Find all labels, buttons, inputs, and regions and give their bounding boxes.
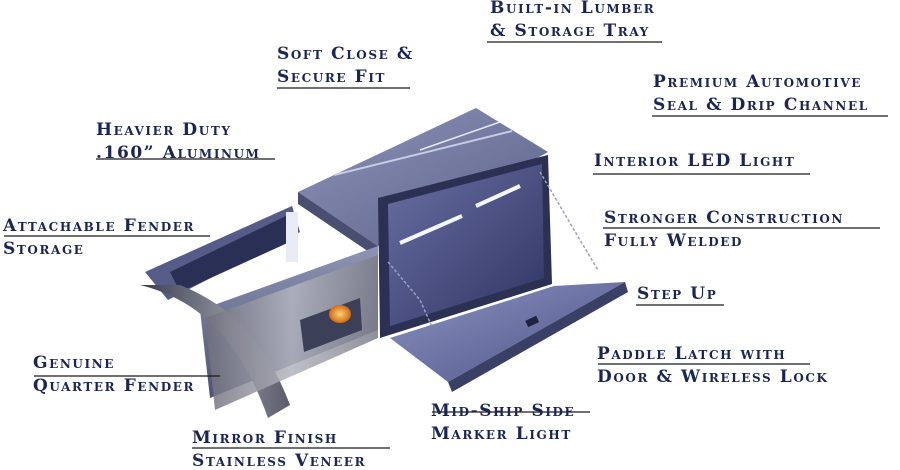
callout-marker-light: Mid-Ship Side Marker Light xyxy=(431,400,575,446)
open-door xyxy=(390,282,625,382)
callout-line: & Storage Tray xyxy=(490,21,650,41)
paddle-latch xyxy=(525,315,540,328)
callout-line: Stainless Veneer xyxy=(192,451,367,470)
door-chain-right xyxy=(539,171,599,271)
box-top-surface xyxy=(298,108,548,246)
callout-line: Genuine xyxy=(33,353,116,373)
callout-line: Heavier Duty xyxy=(96,120,232,140)
callout-construction: Stronger Construction Fully Welded xyxy=(604,207,844,253)
callout-line: Paddle Latch with xyxy=(597,344,787,364)
open-door-edge xyxy=(448,282,628,392)
box-top-seam xyxy=(333,130,513,176)
callout-line: .160” Aluminum xyxy=(96,143,261,163)
callout-line: Attachable Fender xyxy=(3,216,196,236)
fender-storage-inside xyxy=(170,214,294,292)
callout-paddle-latch: Paddle Latch with Door & Wireless Lock xyxy=(597,343,829,389)
callout-fender-storage: Attachable Fender Storage xyxy=(3,215,195,261)
callout-line: Seal & Drip Channel xyxy=(653,95,869,115)
callout-led-light: Interior LED Light xyxy=(594,150,795,173)
callout-line: Mid-Ship Side xyxy=(431,401,576,421)
box-top-highlight xyxy=(419,121,501,151)
callout-line: Quarter Fender xyxy=(33,376,196,396)
callout-line: Soft Close & xyxy=(277,44,414,64)
compartment-interior xyxy=(388,164,544,326)
callout-mirror-veneer: Mirror Finish Stainless Veneer xyxy=(192,427,366,470)
led-strip-right xyxy=(475,184,521,208)
stainless-veneer xyxy=(205,255,378,410)
callout-line: Stronger Construction xyxy=(604,208,844,228)
callout-quarter-fender: Genuine Quarter Fender xyxy=(33,352,195,398)
fender-storage-window xyxy=(286,212,298,262)
callout-line: Door & Wireless Lock xyxy=(597,367,829,387)
led-strip-left xyxy=(399,214,463,245)
callout-line: Marker Light xyxy=(431,424,572,444)
callout-step-up: Step Up xyxy=(637,283,717,306)
callout-line: Step Up xyxy=(637,284,718,304)
callout-line: Fully Welded xyxy=(604,231,743,251)
callout-line: Storage xyxy=(3,239,85,259)
callout-soft-close: Soft Close & Secure Fit xyxy=(277,43,414,89)
callout-line: Mirror Finish xyxy=(192,428,338,448)
callout-line: Premium Automotive xyxy=(653,72,863,92)
callout-lumber-tray: Built-in Lumber & Storage Tray xyxy=(490,0,655,43)
callout-seal-drip: Premium Automotive Seal & Drip Channel xyxy=(653,71,869,117)
door-chain-left xyxy=(387,261,439,341)
box-lid-rail xyxy=(298,192,378,258)
marker-lamp xyxy=(329,305,351,323)
callout-line: Secure Fit xyxy=(277,67,387,87)
callout-line: Interior LED Light xyxy=(594,151,796,171)
callout-aluminum: Heavier Duty .160” Aluminum xyxy=(96,119,261,165)
callout-line: Built-in Lumber xyxy=(490,0,656,18)
